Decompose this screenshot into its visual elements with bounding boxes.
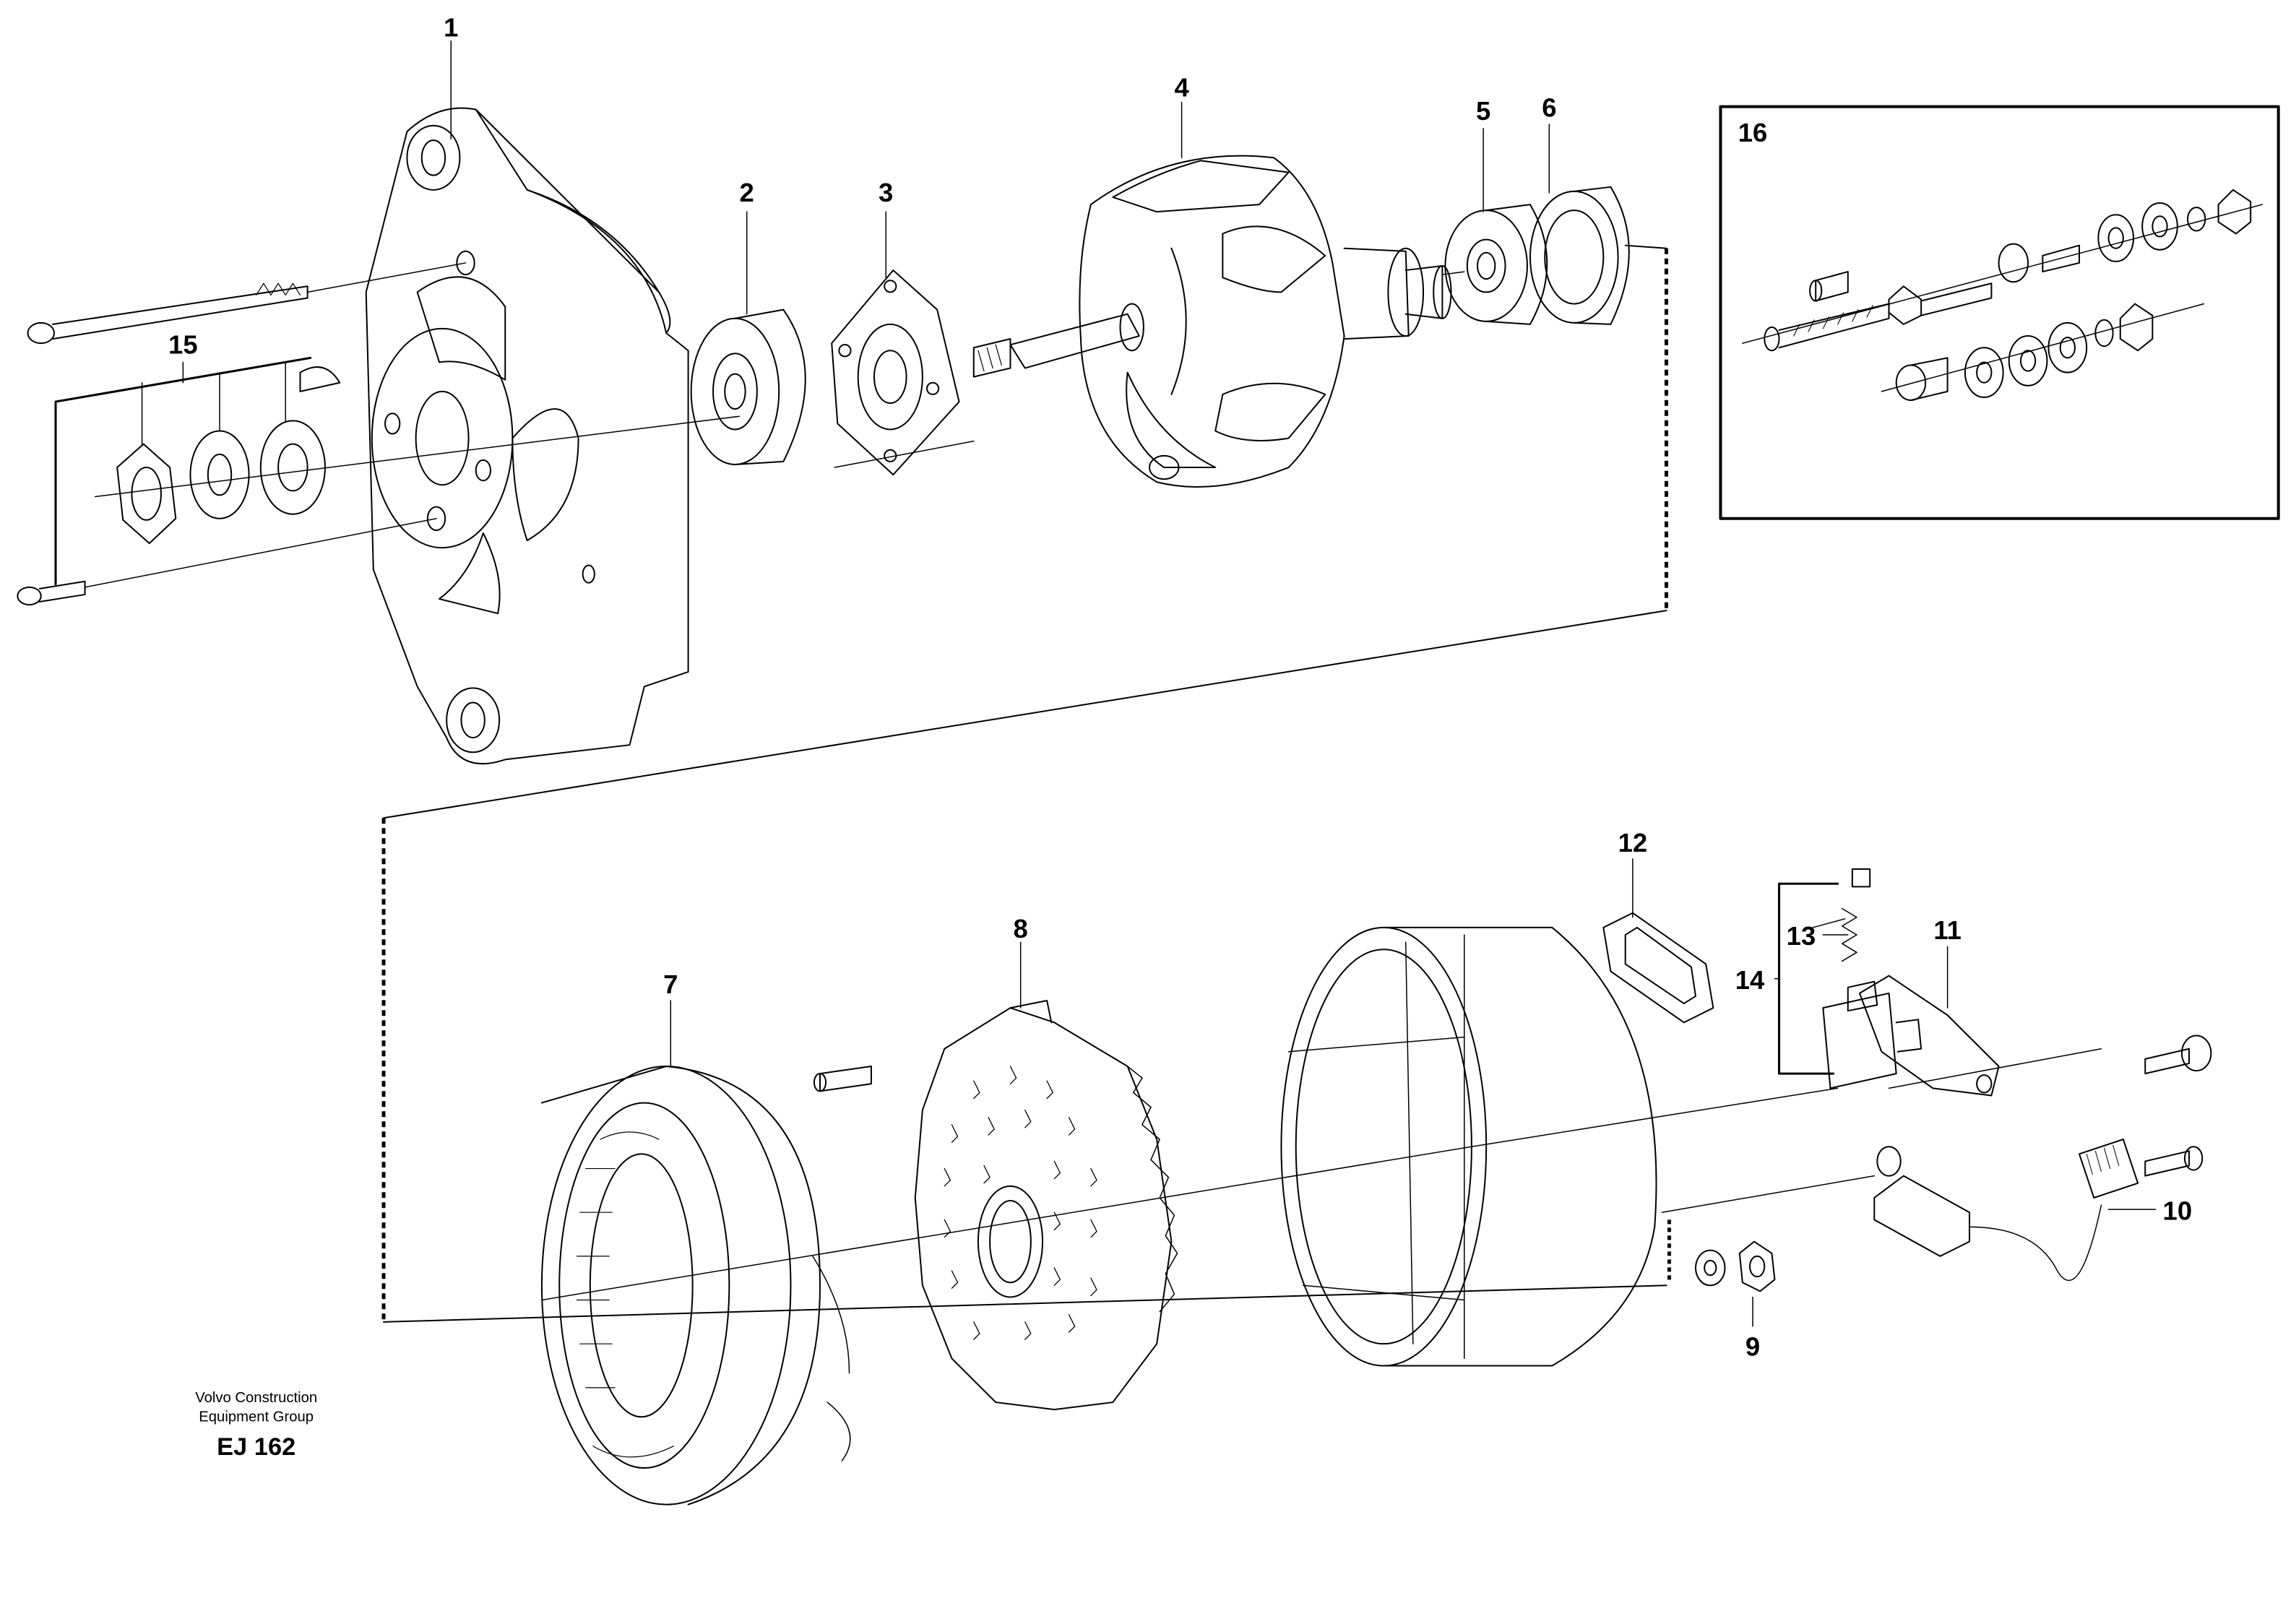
drive-end-bracket [366,108,689,764]
callout-8: 8 [1014,914,1028,943]
callout-4: 4 [1174,72,1189,102]
rotor-4 [974,156,1451,487]
callout-12: 12 [1618,828,1648,858]
axis-line [308,263,466,292]
callout-6: 6 [1542,93,1556,123]
stator-7 [542,1066,850,1505]
leader-lines [183,41,2155,1326]
axis-line [542,1146,1472,1300]
connector-10 [1874,1139,2202,1280]
slip-ring-end-housing [1281,928,1656,1366]
bearing-ring-6 [1530,187,1629,324]
axis-line [95,416,740,496]
callout-1: 1 [444,13,458,43]
connection-lines [384,246,1666,1322]
axis-line [1472,1118,1654,1146]
retainer-plate-3 [832,270,959,475]
callout-15: 15 [168,329,198,359]
callout-7: 7 [663,969,678,999]
callout-2: 2 [740,178,754,207]
inset-box-16 [1720,107,2278,519]
callout-5: 5 [1476,96,1490,126]
connection-dashes [384,249,1666,1322]
footer-company-line1: Volvo Construction [195,1390,317,1406]
bracket-14 [1774,882,1839,1075]
callout-16: 16 [1738,118,1768,147]
nut-washer-set [117,367,340,543]
bearing-5 [1445,204,1547,324]
footer-company-line2: Equipment Group [199,1409,314,1425]
callout-14: 14 [1735,965,1765,995]
callout-13: 13 [1787,921,1816,951]
regulator-11 [1813,869,1998,1095]
regulator-bolt [2145,1036,2211,1074]
short-bolt [17,582,85,605]
axis-line [85,519,436,587]
bracket-15 [54,356,312,586]
callout-11: 11 [1933,915,1961,945]
long-bolt [28,283,308,343]
callout-3: 3 [879,178,893,207]
bearing-2 [691,310,806,465]
nut-washer-9 [1696,1242,1774,1292]
axis-line [1654,1088,1837,1117]
gasket-12 [1603,913,1713,1023]
rectifier-8 [814,1001,1178,1409]
footer-drawing-code: EJ 162 [217,1433,295,1461]
callout-9: 9 [1745,1331,1760,1361]
callout-10: 10 [2163,1196,2193,1225]
axis-line [834,441,974,467]
axis-line [1662,1176,1874,1213]
